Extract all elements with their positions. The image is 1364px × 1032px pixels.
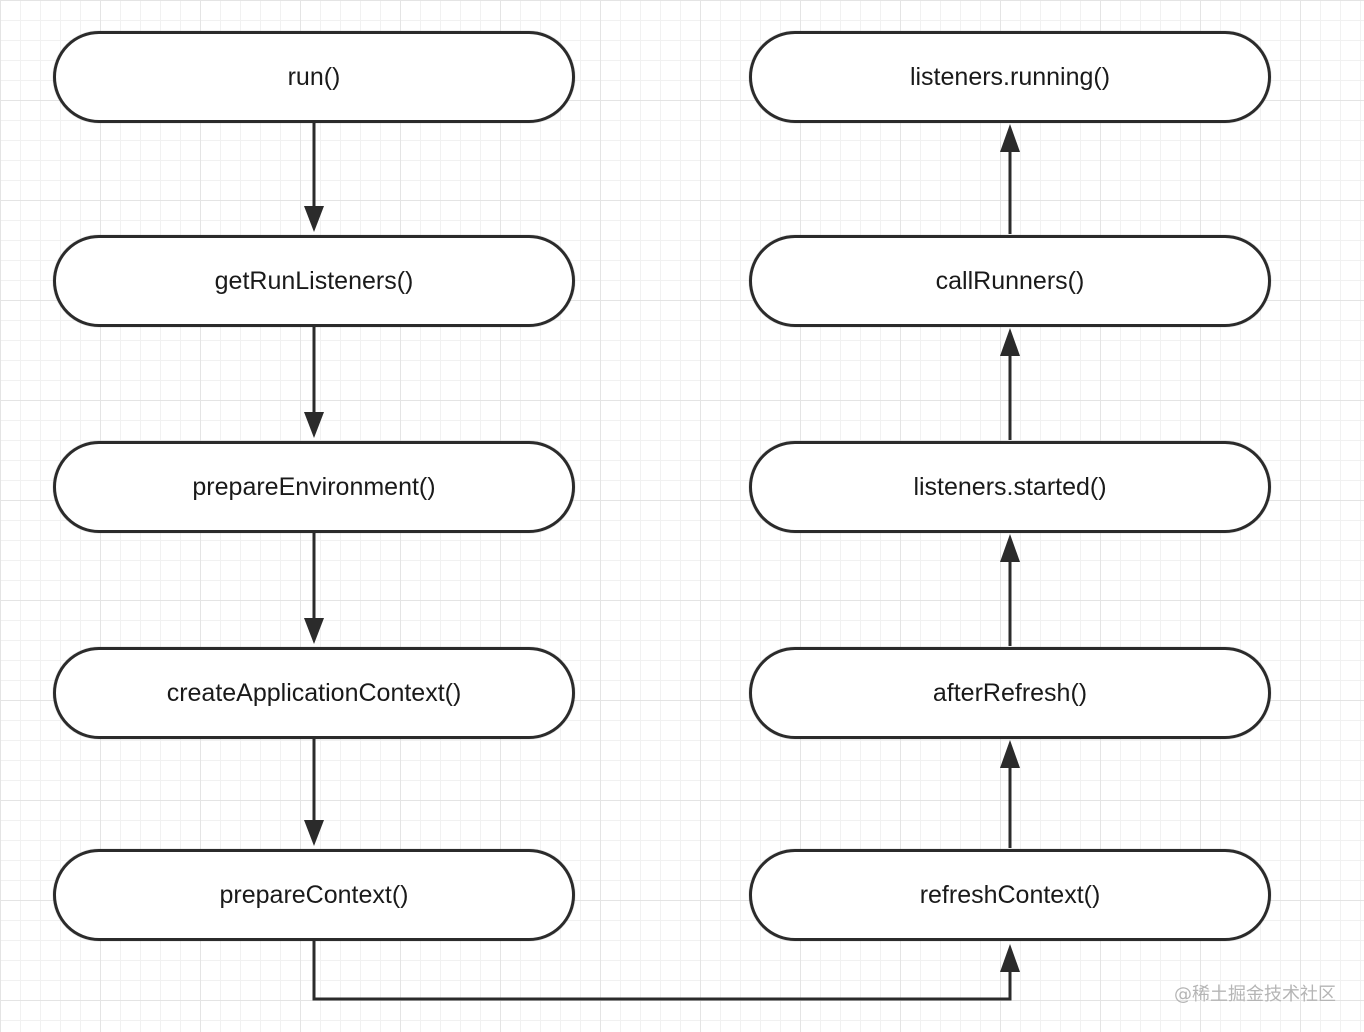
- node-afterRefresh-label: afterRefresh(): [932, 678, 1088, 707]
- node-listeners-started[interactable]: listeners.started(): [749, 441, 1271, 533]
- node-afterRefresh[interactable]: afterRefresh(): [749, 647, 1271, 739]
- node-refreshContext-label: refreshContext(): [919, 880, 1101, 909]
- node-getRunListeners-label: getRunListeners(): [214, 266, 414, 295]
- edge-prepareEnvironment-to-createApplicationContext: [304, 533, 324, 644]
- node-run-label: run(): [287, 62, 341, 91]
- watermark: @稀土掘金技术社区: [1174, 984, 1336, 1005]
- node-listeners-running[interactable]: listeners.running(): [749, 31, 1271, 123]
- node-listeners-started-label: listeners.started(): [913, 472, 1107, 501]
- edge-callRunners-to-listenersRunning: [1000, 124, 1020, 234]
- node-prepareContext[interactable]: prepareContext(): [53, 849, 575, 941]
- node-run[interactable]: run(): [53, 31, 575, 123]
- edge-prepareContext-to-refreshContext: [312, 941, 1020, 1001]
- node-createApplicationContext[interactable]: createApplicationContext(): [53, 647, 575, 739]
- node-refreshContext[interactable]: refreshContext(): [749, 849, 1271, 941]
- edge-refreshContext-to-afterRefresh: [1000, 740, 1020, 848]
- edge-createApplicationContext-to-prepareContext: [304, 739, 324, 846]
- node-callRunners-label: callRunners(): [935, 266, 1085, 295]
- node-listeners-running-label: listeners.running(): [909, 62, 1111, 91]
- node-prepareEnvironment-label: prepareEnvironment(): [192, 472, 436, 501]
- edge-afterRefresh-to-listenersStarted: [1000, 534, 1020, 646]
- node-prepareContext-label: prepareContext(): [219, 880, 409, 909]
- edge-listenersStarted-to-callRunners: [1000, 328, 1020, 440]
- node-prepareEnvironment[interactable]: prepareEnvironment(): [53, 441, 575, 533]
- node-callRunners[interactable]: callRunners(): [749, 235, 1271, 327]
- edge-run-to-getRunListeners: [304, 123, 324, 232]
- node-createApplicationContext-label: createApplicationContext(): [166, 678, 462, 707]
- node-getRunListeners[interactable]: getRunListeners(): [53, 235, 575, 327]
- edge-getRunListeners-to-prepareEnvironment: [304, 327, 324, 438]
